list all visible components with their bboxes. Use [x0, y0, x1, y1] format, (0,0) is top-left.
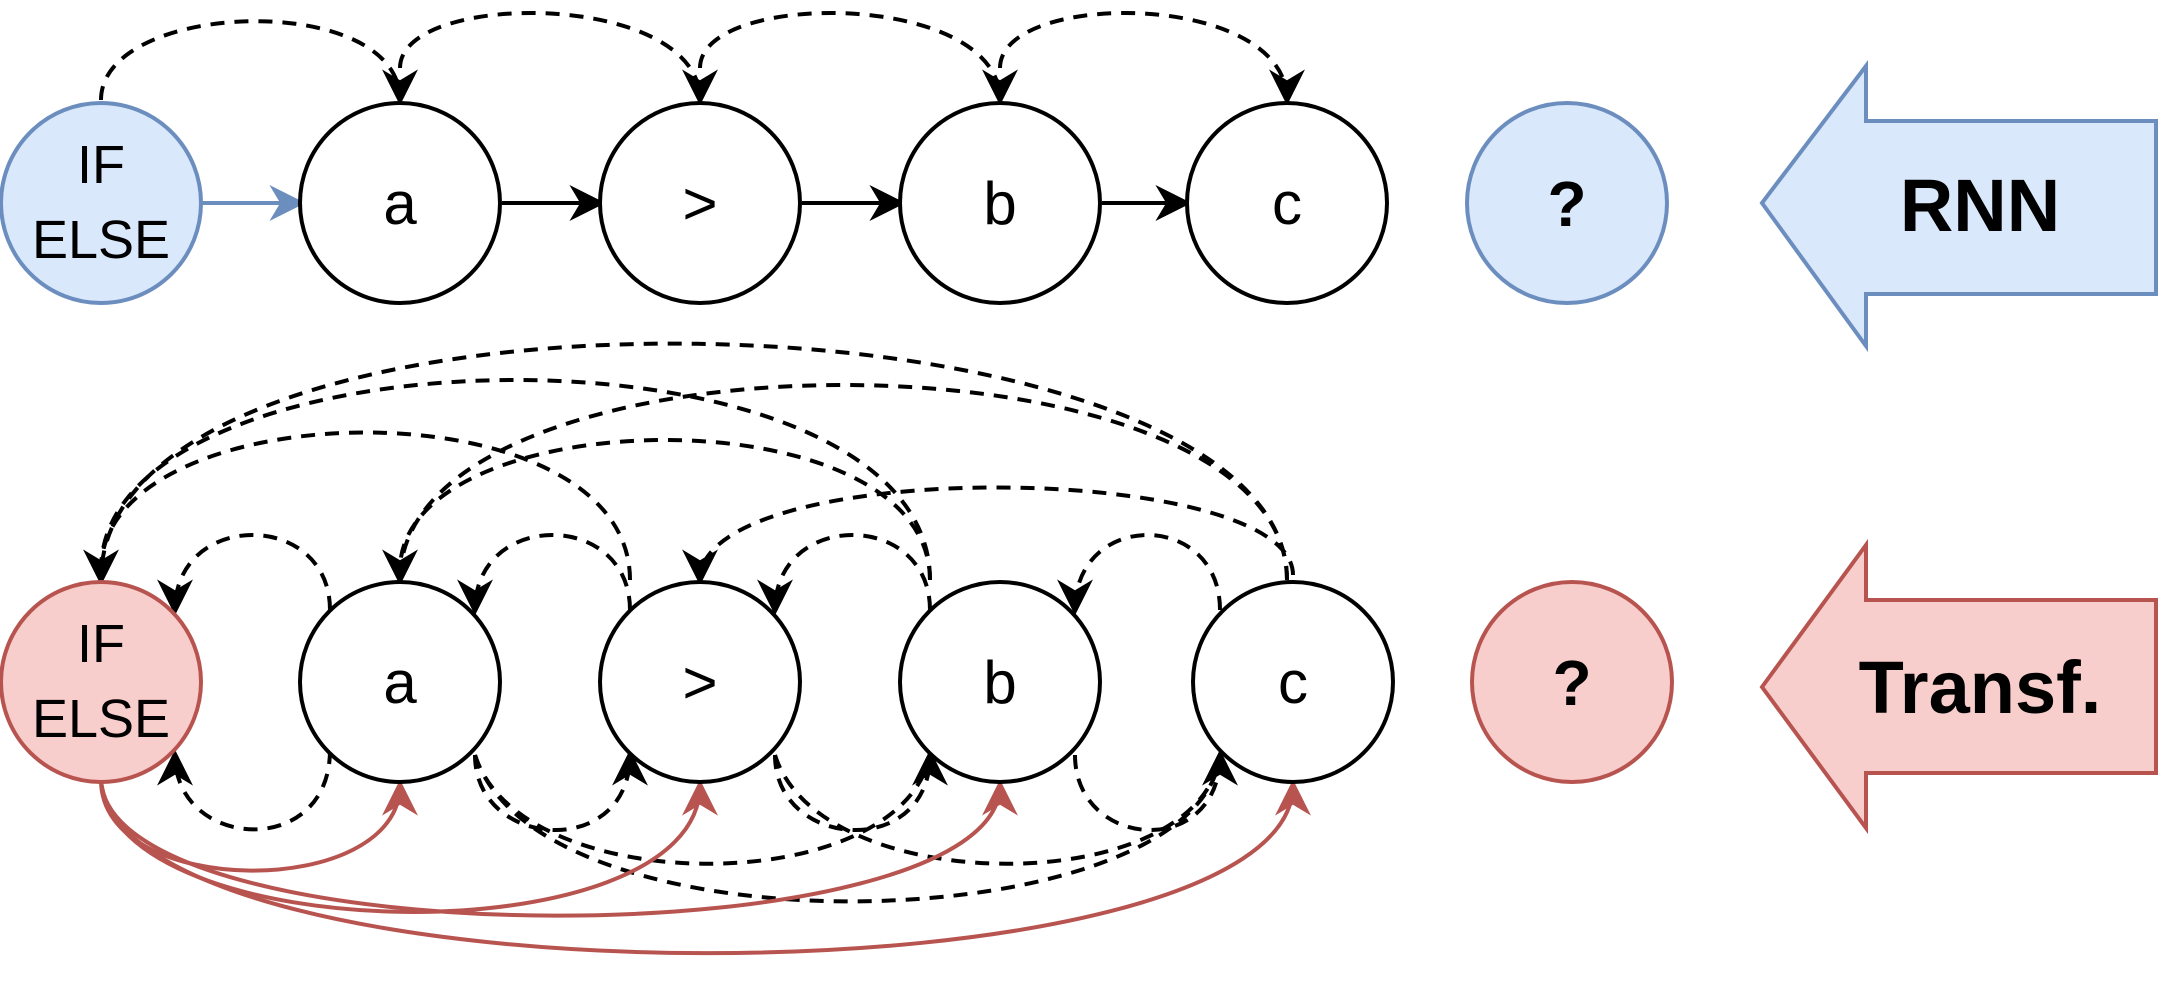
tf-token-circle-b: [898, 580, 1102, 784]
rnn-dashed-arrow-b-to-c: [998, 10, 1305, 106]
tf-token-node-c: c: [1191, 580, 1395, 784]
transformer-dashed-arrows-top: [83, 341, 1295, 616]
tf-dashed-arc-c-to-gt: [682, 485, 1295, 586]
tf-dashed-arc-c-to-a: [382, 383, 1289, 586]
tf-token-label-gt: >: [682, 649, 717, 716]
transformer-start-node: IF ELSE: [0, 580, 203, 784]
rnn-dashed-arrow-gt-to-b: [698, 11, 1018, 106]
tf-token-label-c: c: [1278, 649, 1308, 716]
rnn-left-arrow-shape: [1759, 60, 2158, 353]
rnn-token-circle-b: [898, 101, 1102, 305]
transformer-query-node: ?: [1470, 580, 1674, 784]
rnn-token-circle-a: [298, 101, 502, 305]
tf-dashed-arc-a-to-b-below: [473, 754, 932, 866]
tf-red-arc-start-to-b: [99, 779, 1018, 918]
tf-dashed-arc-b-to-gt-small: [757, 533, 932, 616]
tf-token-circle-c: [1191, 580, 1395, 784]
rnn-start-line1: IF: [77, 135, 125, 195]
tf-token-circle-a: [298, 580, 502, 784]
transformer-label-arrow: Transf.: [1759, 538, 2158, 835]
tf-token-label-a: a: [383, 649, 417, 716]
tf-dashed-arc-gt-to-c-below: [773, 754, 1222, 866]
rnn-dashed-arrows: [99, 10, 1305, 106]
rnn-token-node-b: b: [898, 101, 1102, 305]
rnn-token-node-a: a: [298, 101, 502, 305]
rnn-query-node: ?: [1465, 101, 1669, 305]
tf-dashed-arc-a-to-start-below: [157, 749, 332, 832]
tf-query-label: ?: [1552, 647, 1591, 719]
tf-dashed-arc-a-to-start-small: [157, 533, 332, 616]
tf-dashed-arc-gt-to-a-small: [457, 533, 632, 616]
tf-dashed-arc-a-to-c-below: [473, 754, 1222, 904]
tf-dashed-arc-b-to-a: [398, 438, 932, 581]
tf-dashed-arc-b-to-c-below: [1073, 749, 1238, 832]
rnn-query-circle: [1465, 101, 1669, 305]
tf-token-label-b: b: [983, 649, 1016, 716]
rnn-start-circle: [0, 101, 203, 305]
tf-token-node-a: a: [298, 580, 502, 784]
rnn-token-label-c: c: [1272, 170, 1302, 237]
tf-query-circle: [1470, 580, 1674, 784]
rnn-label-arrow: RNN: [1759, 60, 2158, 353]
rnn-token-label-b: b: [983, 170, 1016, 237]
rnn-start-line2: ELSE: [32, 210, 170, 270]
tf-left-arrow-shape: [1759, 538, 2158, 835]
rnn-start-node: IF ELSE: [0, 101, 203, 305]
tf-start-line1: IF: [77, 614, 125, 674]
tf-token-node-gt: >: [598, 580, 802, 784]
tf-dashed-arc-c-to-start: [83, 341, 1289, 586]
rnn-token-label-gt: >: [682, 170, 717, 237]
transformer-dashed-arrows-bottom: [157, 749, 1238, 904]
rnn-row: IF ELSE a > b c ? RNN: [0, 10, 2158, 353]
rnn-dashed-arrow-a-to-gt: [398, 11, 718, 106]
tf-start-circle: [0, 580, 203, 784]
rnn-query-label: ?: [1547, 168, 1586, 240]
tf-label-text: Transf.: [1859, 646, 2102, 729]
rnn-label-text: RNN: [1900, 164, 2060, 247]
rnn-token-label-a: a: [383, 170, 417, 237]
rnn-token-node-gt: >: [598, 101, 802, 305]
rnn-token-node-c: c: [1185, 101, 1389, 305]
rnn-token-circle-gt: [598, 101, 802, 305]
tf-token-node-b: b: [898, 580, 1102, 784]
tf-start-line2: ELSE: [32, 689, 170, 749]
tf-token-circle-gt: [598, 580, 802, 784]
transformer-row: IF ELSE a > b c ? Transf.: [0, 341, 2158, 956]
tf-dashed-arc-a-to-gt-below: [473, 749, 648, 832]
tf-red-arc-start-to-a: [99, 779, 418, 873]
tf-red-arc-start-to-c: [99, 779, 1311, 956]
rnn-token-circle-c: [1185, 101, 1389, 305]
transformer-red-arrows: [99, 779, 1311, 956]
tf-dashed-arc-gt-to-start: [99, 430, 632, 581]
tf-dashed-arc-c-to-b-small: [1057, 533, 1222, 616]
rnn-dashed-arrow-start-to-a: [99, 19, 418, 106]
tf-dashed-arc-gt-to-b-below: [773, 749, 948, 832]
